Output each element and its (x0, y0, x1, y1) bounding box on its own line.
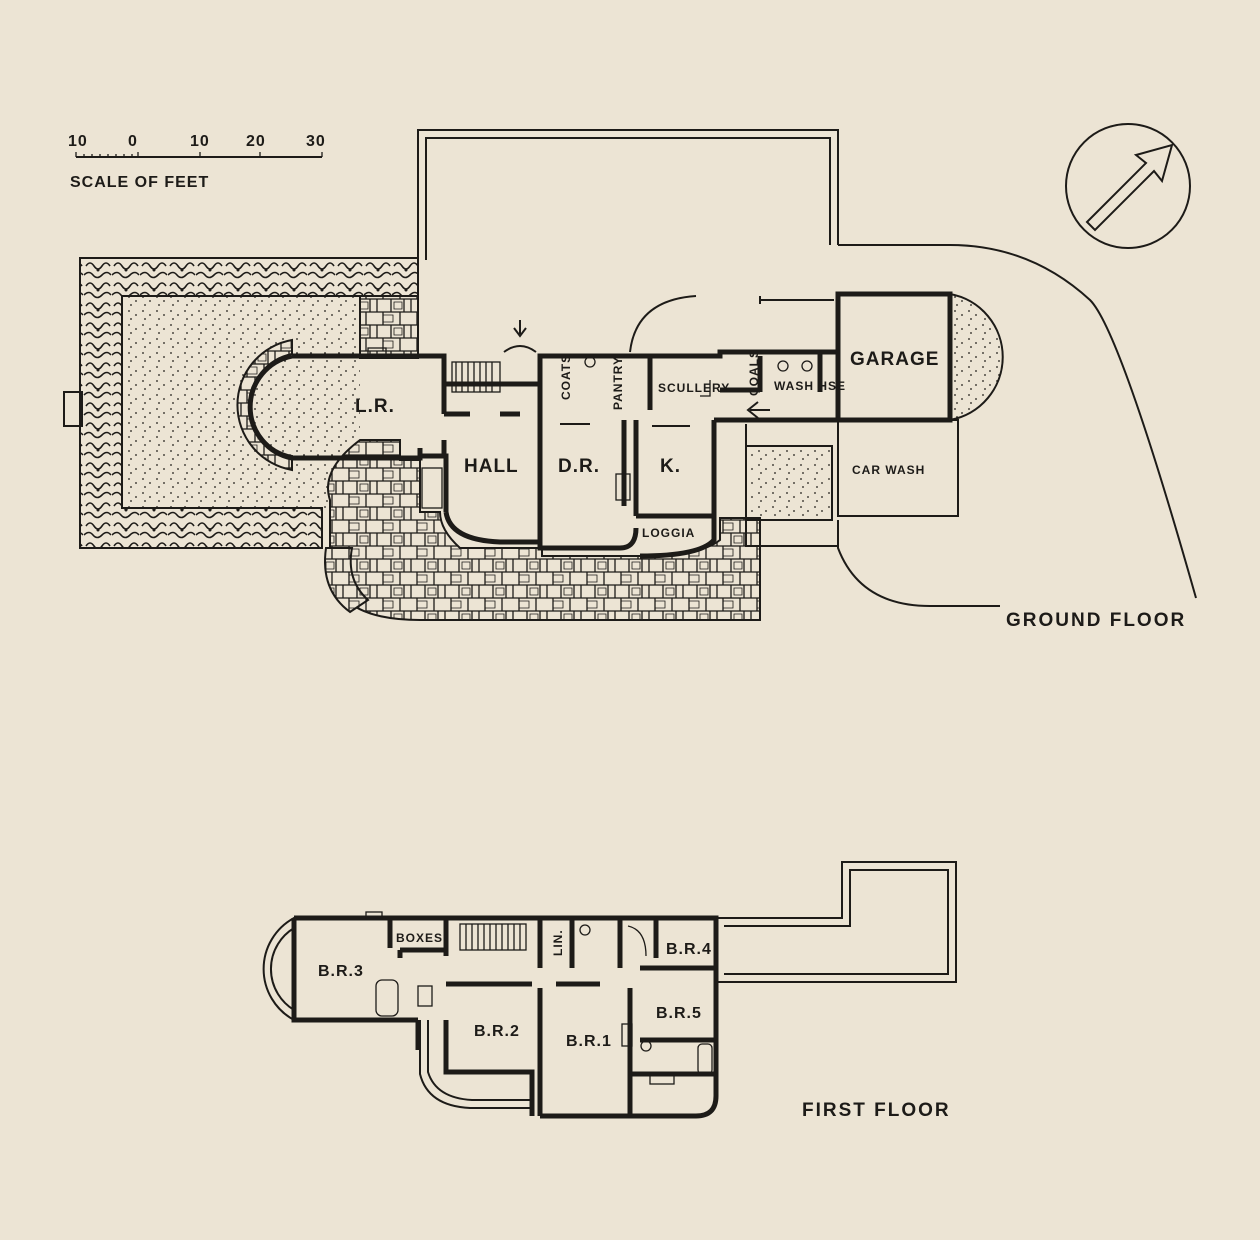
room-label-br3: B.R.3 (318, 963, 364, 980)
first-floor-plan: B.R.3 BOXES LIN. B.R.4 B.R.2 B.R.1 B.R.5… (262, 861, 957, 1121)
scale-tick-label: 20 (246, 133, 266, 150)
scale-tick-label: 30 (306, 133, 326, 150)
ground-floor-title: GROUND FLOOR (1006, 610, 1186, 631)
room-label-linen: LIN. (551, 929, 565, 956)
scale-tick-label: 0 (128, 133, 138, 150)
room-label-hall: HALL (464, 456, 519, 477)
room-label-br2: B.R.2 (474, 1023, 520, 1040)
scale-tick-label: 10 (190, 133, 210, 150)
room-label-wash-house: WASH HSE (774, 379, 846, 393)
room-label-br5: B.R.5 (656, 1005, 702, 1022)
ground-floor-plan: L.R. HALL D.R. K. COATS PANTRY SCULLERY … (63, 129, 1197, 631)
room-label-br4: B.R.4 (666, 941, 712, 958)
room-label-br1: B.R.1 (566, 1033, 612, 1050)
room-label-coals: COALS (747, 349, 761, 396)
room-label-garage: GARAGE (850, 349, 939, 370)
north-arrow-icon (1065, 123, 1191, 249)
room-label-loggia: LOGGIA (642, 526, 695, 540)
first-floor-title: FIRST FLOOR (802, 1100, 951, 1121)
room-label-boxes: BOXES (396, 931, 443, 945)
scale-caption: SCALE OF FEET (70, 174, 209, 191)
room-label-car-wash: CAR WASH (852, 463, 925, 477)
room-label-coats: COATS (559, 354, 573, 400)
room-label-living-room: L.R. (355, 396, 395, 417)
room-label-kitchen: K. (660, 456, 681, 477)
scale-bar: 10 0 10 20 30 SCALE OF FEET (68, 133, 326, 191)
room-label-dining-room: D.R. (558, 456, 600, 477)
scale-tick-label: 10 (68, 133, 88, 150)
room-label-pantry: PANTRY (611, 356, 625, 410)
room-label-scullery: SCULLERY (658, 381, 730, 395)
